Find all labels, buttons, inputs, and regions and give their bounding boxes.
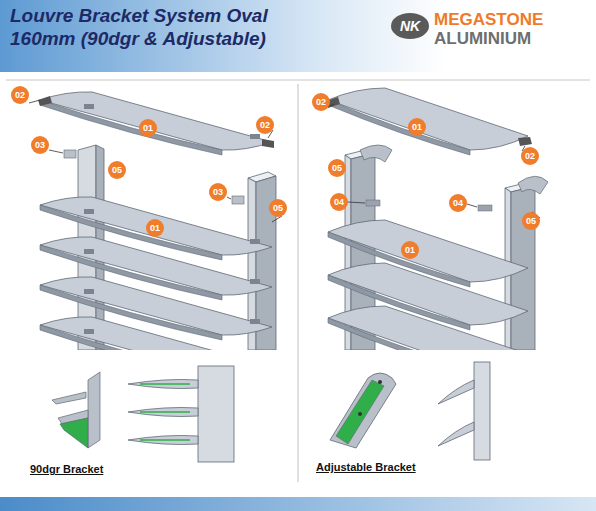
bracket-line [140,439,190,441]
end-cap [262,139,274,148]
bracket-tab [250,134,260,139]
blade-section [128,408,198,417]
callout-number: 05 [522,212,540,230]
callout-number: 02 [521,147,539,165]
bracket [478,205,492,211]
callout-text: 02 [15,90,25,100]
callout-text: 02 [316,97,326,107]
callout-number: 01 [401,241,419,259]
caption-label: Adjustable Bracket [316,461,416,473]
callout-number: 05 [108,161,126,179]
bracket-green [336,380,384,444]
bracket-line [140,411,190,413]
blade-edge [40,100,222,155]
callout-number: 02 [11,86,29,104]
frame-line [6,80,590,81]
bracket-detail [88,372,100,448]
callout-text: 01 [405,245,415,255]
adjustable-bracket-detail [330,373,396,448]
logo-text: NK [400,18,420,34]
blade-section [438,422,474,446]
callout-text: 01 [143,123,153,133]
bracket [64,150,76,158]
callout-number: 04 [330,193,348,211]
adjustable-bracket [360,145,392,162]
leader-line [330,104,334,106]
callout-number: 02 [312,93,330,111]
leader-line [467,204,477,207]
bracket-tab [250,279,260,284]
adjustable-bracket [518,176,548,194]
callout-text: 02 [260,120,270,130]
brand-text: MEGASTONE [434,10,543,30]
callout-text: 05 [273,203,283,213]
callout-number: 01 [408,118,426,136]
bracket [366,200,380,206]
bracket [232,196,244,204]
callout-number: 05 [269,199,287,217]
callout-number: 01 [139,119,157,137]
blade-section [128,380,198,389]
callout-text: 05 [526,216,536,226]
caption-label: 90dgr Bracket [30,463,103,475]
callout-text: 01 [150,223,160,233]
divider-line [298,84,299,482]
footer-band [0,497,596,511]
louvre-blade [40,317,272,350]
logo-badge: NK [391,13,429,39]
callout-number: 03 [209,183,227,201]
louvre-blade [40,92,272,150]
callout-text: 05 [112,165,122,175]
blade-edge [328,318,470,350]
post-section [198,366,234,462]
title: Louvre Bracket System Oval 160mm (90dgr … [10,4,310,50]
callout-number: 01 [146,219,164,237]
blade-section [438,380,474,404]
bracket-detail [52,392,86,404]
brand-text: ALUMINIUM [434,29,531,49]
bracket-tab [84,209,94,214]
callout-text: 04 [453,198,463,208]
header-band [0,0,596,72]
callout-number: 03 [31,136,49,154]
blade-edge [40,325,222,350]
bolt [378,380,382,384]
louvre-blade [328,306,528,350]
leader-line [49,150,63,153]
leader-line [227,197,231,199]
leader-line [29,100,40,103]
end-cap [518,137,532,146]
blade-edge [328,100,470,155]
callout-text: 03 [35,140,45,150]
callout-number: 04 [449,194,467,212]
bracket-tab [250,319,260,324]
callout-text: 04 [334,197,344,207]
callout-number: 02 [256,116,274,134]
bracket-tab [84,329,94,334]
bolt [358,412,362,416]
callout-text: 01 [412,122,422,132]
callout-text: 02 [525,151,535,161]
callout-text: 03 [213,187,223,197]
leader-line [348,202,365,203]
callout-text: 05 [332,163,342,173]
callout-number: 05 [328,159,346,177]
bracket-tab [84,249,94,254]
bracket-tab [84,104,94,109]
bracket-green [60,418,88,448]
bracket-line [140,383,190,385]
end-cap [38,96,52,106]
bracket-tab [250,239,260,244]
blade-section [128,436,198,445]
post-section [474,362,490,460]
bracket-tab [84,289,94,294]
